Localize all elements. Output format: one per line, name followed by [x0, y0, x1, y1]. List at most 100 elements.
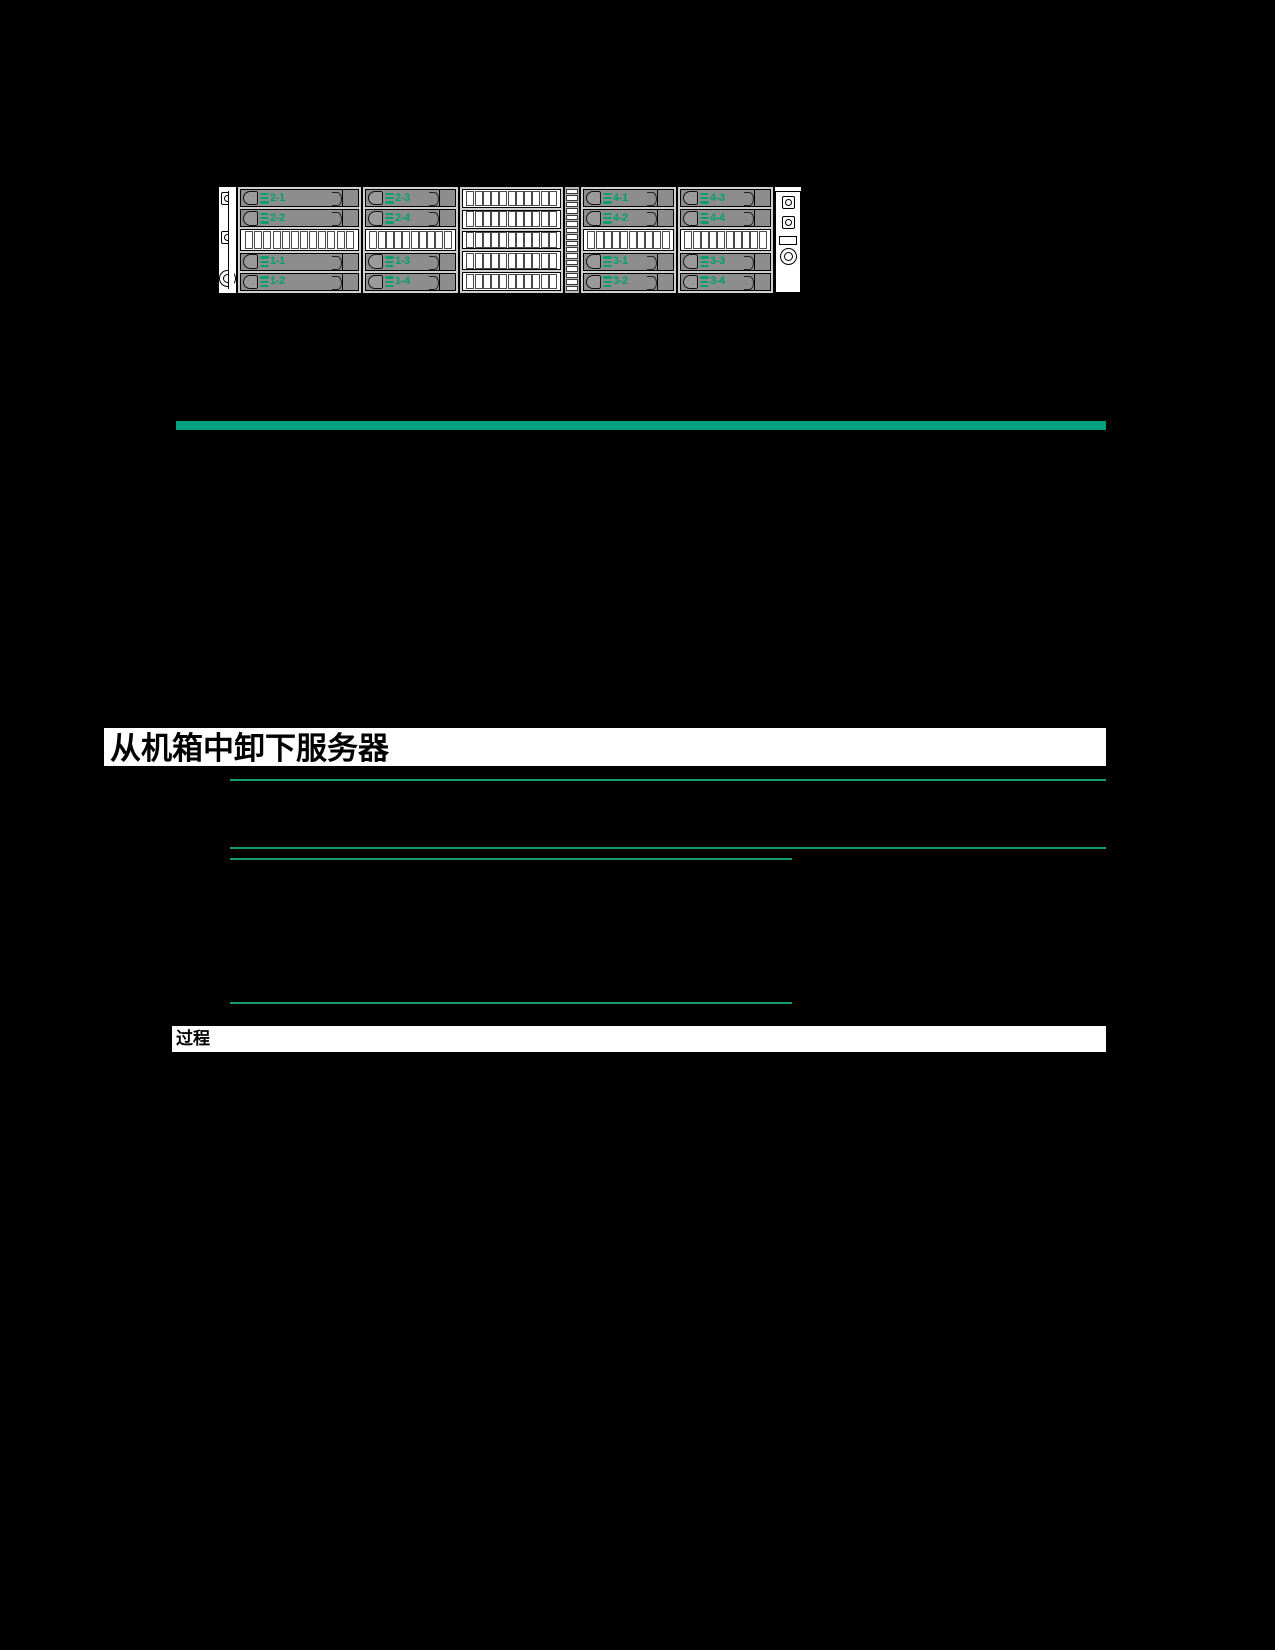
drive-latch-icon: [429, 212, 439, 227]
vented-blank-c1: [462, 189, 561, 208]
bay-divider: [341, 190, 343, 207]
bay-divider: [656, 253, 658, 270]
right-ear-panel: [775, 191, 801, 293]
drive-latch-icon: [647, 275, 657, 291]
drive-bay-3-4[interactable]: 3-4: [680, 272, 771, 292]
bay-divider: [438, 253, 440, 270]
drive-bay-label: 3-2: [613, 275, 628, 288]
page-title: 从机箱中卸下服务器: [110, 731, 389, 766]
drive-cage-column-d: 4-1 4-2 3-1: [580, 186, 677, 294]
bay-divider: [753, 253, 755, 270]
drive-latch-icon: [332, 212, 342, 227]
drive-latch-icon: [744, 255, 754, 270]
drive-handle-icon: [683, 210, 698, 226]
bay-divider: [438, 190, 440, 207]
disk-icon: [603, 192, 612, 204]
vented-blank-c5: [462, 272, 561, 291]
drive-bay-label: 4-3: [710, 191, 725, 204]
chassis-right-ear: [774, 186, 802, 294]
drive-handle-icon: [243, 274, 258, 290]
drive-bay-label: 1-3: [395, 255, 410, 268]
ear-strip: [228, 191, 234, 289]
vented-blank-c4: [462, 251, 561, 271]
drive-latch-icon: [332, 255, 342, 270]
drive-latch-icon: [647, 255, 657, 270]
drive-bay-2-1[interactable]: 2-1: [240, 189, 359, 208]
blank-filler-panel-d: [583, 229, 674, 251]
drive-latch-icon: [332, 275, 342, 291]
blank-filler-panel-b: [365, 229, 456, 251]
drive-bay-4-1[interactable]: 4-1: [583, 189, 674, 208]
bay-divider: [753, 273, 755, 291]
bay-divider: [753, 190, 755, 207]
bay-divider: [753, 210, 755, 227]
status-led-icon: [781, 196, 795, 209]
drive-bay-4-3[interactable]: 4-3: [680, 189, 771, 208]
disk-icon: [260, 212, 269, 224]
server-chassis: 2-1 2-2 1-1: [218, 186, 802, 294]
blank-filler-panel-e: [680, 229, 771, 251]
drive-bay-1-3[interactable]: 1-3: [365, 252, 456, 271]
drive-bay-label: 2-2: [270, 211, 285, 224]
disk-icon: [385, 212, 394, 224]
drive-bay-label: 4-1: [613, 191, 628, 204]
drive-handle-icon: [586, 210, 601, 226]
disk-icon: [603, 256, 612, 268]
bay-divider: [341, 273, 343, 291]
drive-handle-icon: [586, 274, 601, 290]
vent-slots: [566, 189, 578, 291]
section-accent-bar: [176, 421, 1106, 430]
drive-latch-icon: [429, 191, 439, 207]
drive-latch-icon: [744, 212, 754, 227]
drive-latch-icon: [332, 191, 342, 207]
drive-bay-2-2[interactable]: 2-2: [240, 209, 359, 228]
drive-bay-label: 4-4: [710, 211, 725, 224]
drive-handle-icon: [243, 254, 258, 270]
disk-icon: [260, 256, 269, 268]
drive-bay-label: 2-4: [395, 211, 410, 224]
procedure-heading: 过程: [176, 1029, 210, 1048]
drive-bay-3-3[interactable]: 3-3: [680, 252, 771, 271]
drive-handle-icon: [683, 274, 698, 290]
chassis-left-ear: [218, 186, 237, 294]
bay-divider: [438, 273, 440, 291]
drive-bay-2-3[interactable]: 2-3: [365, 189, 456, 208]
drive-handle-icon: [368, 254, 383, 270]
disk-icon: [700, 192, 709, 204]
bay-divider: [341, 210, 343, 227]
drive-cage-column-c: [459, 186, 564, 294]
disk-icon: [603, 212, 612, 224]
drive-bay-3-2[interactable]: 3-2: [583, 272, 674, 292]
drive-bay-4-2[interactable]: 4-2: [583, 209, 674, 228]
drive-cage-column-e: 4-3 4-4 3-3: [677, 186, 774, 294]
drive-latch-icon: [647, 212, 657, 227]
disk-icon: [385, 192, 394, 204]
drive-bay-1-4[interactable]: 1-4: [365, 272, 456, 292]
drive-bay-1-2[interactable]: 1-2: [240, 272, 359, 292]
divider-rule-2: [230, 847, 1106, 849]
drive-bay-1-1[interactable]: 1-1: [240, 252, 359, 271]
drive-cage-column-b: 2-3 2-4 1-3: [362, 186, 459, 294]
vented-blank-c2: [462, 209, 561, 229]
drive-latch-icon: [429, 275, 439, 291]
drive-bay-4-4[interactable]: 4-4: [680, 209, 771, 228]
procedure-heading-band: [172, 1026, 1106, 1052]
drive-bay-label: 1-1: [270, 255, 285, 268]
drive-latch-icon: [429, 255, 439, 270]
drive-bay-label: 2-1: [270, 191, 285, 204]
drive-bay-label: 2-3: [395, 191, 410, 204]
drive-bay-label: 4-2: [613, 211, 628, 224]
drive-bay-label: 3-1: [613, 255, 628, 268]
bay-divider: [656, 210, 658, 227]
drive-bay-2-4[interactable]: 2-4: [365, 209, 456, 228]
drive-handle-icon: [683, 190, 698, 206]
divider-rule-3: [230, 858, 792, 860]
divider-rule-1: [230, 779, 1106, 781]
health-led-icon: [781, 216, 795, 229]
drive-handle-icon: [368, 190, 383, 206]
drive-latch-icon: [647, 191, 657, 207]
drive-bay-3-1[interactable]: 3-1: [583, 252, 674, 271]
page-title-band: [104, 728, 1106, 766]
drive-handle-icon: [243, 190, 258, 206]
thumbscrew-icon: [779, 248, 797, 265]
